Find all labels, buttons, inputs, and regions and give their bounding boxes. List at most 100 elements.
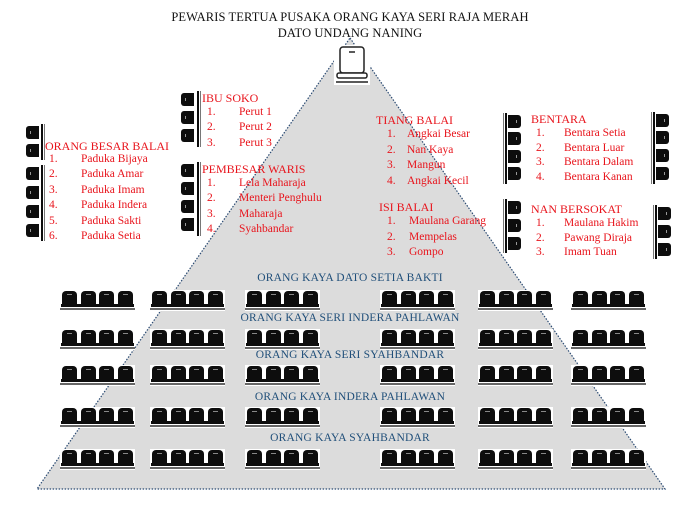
seat-icon	[419, 330, 434, 344]
seat-icon	[419, 366, 434, 380]
seat-icon	[284, 366, 299, 380]
chair-icon	[26, 126, 39, 139]
diagram-title-line1: PEWARIS TERTUA PUSAKA ORANG KAYA SERI RA…	[171, 10, 529, 24]
list-item: 6.Paduka Setia	[49, 230, 141, 243]
seat-icon	[207, 291, 223, 305]
seat-icon	[437, 366, 453, 380]
chair-icon	[508, 167, 521, 180]
seat-icon	[591, 366, 607, 380]
seat-icon	[265, 366, 281, 380]
seat-icon	[62, 291, 77, 305]
seat-icon	[152, 450, 167, 464]
list-item: 3.Imam Tuan	[536, 246, 617, 258]
seat-icon	[382, 291, 397, 305]
seat-group	[60, 329, 135, 350]
rank-label-1: ORANG KAYA DATO SETIA BAKTI	[257, 272, 443, 284]
seat-icon	[382, 330, 397, 344]
chair-icon	[181, 129, 194, 142]
seat-group	[150, 407, 225, 428]
seat-icon	[419, 450, 434, 464]
seat-icon	[591, 450, 607, 464]
seat-icon	[99, 450, 114, 464]
seat-icon	[573, 291, 588, 305]
list-bentara: 1.Bentara Setia 2.Bentara Luar 3.Bentara…	[536, 126, 633, 184]
seat-group	[478, 290, 553, 311]
chair-icon	[181, 111, 194, 124]
list-item: 3.Perut 3	[207, 136, 272, 149]
seat-icon	[498, 366, 514, 380]
list-item: 3.Paduka Imam	[49, 183, 145, 196]
seat-icon	[480, 366, 495, 380]
chair-icon	[181, 200, 194, 213]
seat-icon	[80, 450, 96, 464]
seat-icon	[535, 291, 551, 305]
seat-icon	[400, 330, 416, 344]
list-item: 4.Paduka Indera	[49, 199, 148, 212]
seat-icon	[99, 408, 114, 422]
seat-icon	[189, 450, 204, 464]
seat-icon	[517, 450, 532, 464]
seat-group	[571, 329, 646, 350]
chair-icon	[656, 149, 669, 162]
chair-icon	[181, 93, 194, 106]
chair-icon	[181, 164, 194, 177]
rank-label-3: ORANG KAYA SERI SYAHBANDAR	[255, 349, 445, 361]
seat-group	[571, 290, 646, 311]
seat-icon	[80, 366, 96, 380]
group-title-isi-balai: ISI BALAI	[379, 200, 434, 214]
list-item: 2.Pawang Diraja	[536, 231, 633, 244]
seat-icon	[207, 330, 223, 344]
seat-icon	[419, 291, 434, 305]
chair-icon	[508, 115, 521, 128]
seat-icon	[498, 408, 514, 422]
list-item: 2.Nan Kaya	[387, 143, 454, 156]
chair-icon	[508, 237, 521, 250]
seat-group	[380, 329, 455, 350]
seat-icon	[628, 330, 644, 344]
group-title-tiang-balai: TIANG BALAI	[376, 113, 453, 127]
seat-group	[571, 407, 646, 428]
seat-icon	[62, 366, 77, 380]
seat-icon	[170, 408, 186, 422]
seat-icon	[498, 291, 514, 305]
seat-group	[245, 365, 320, 386]
list-item: 4.Angkai Kecil	[387, 174, 469, 187]
seat-icon	[284, 291, 299, 305]
seat-icon	[517, 291, 532, 305]
seat-icon	[610, 291, 625, 305]
list-item: 1.Angkai Besar	[387, 128, 470, 140]
seat-icon	[247, 408, 262, 422]
seat-icon	[610, 330, 625, 344]
seat-icon	[152, 291, 167, 305]
seat-icon	[189, 408, 204, 422]
chair-icon	[181, 182, 194, 195]
seat-icon	[400, 450, 416, 464]
list-item: 1.Paduka Bijaya	[49, 153, 148, 165]
seat-icon	[610, 450, 625, 464]
seat-icon	[207, 408, 223, 422]
seat-icon	[117, 291, 133, 305]
list-item: 1.Maulana Hakim	[536, 217, 639, 229]
seat-icon	[628, 291, 644, 305]
seat-icon	[302, 450, 318, 464]
seat-icon	[62, 408, 77, 422]
list-item: 1.Perut 1	[207, 106, 272, 118]
seat-icon	[265, 450, 281, 464]
rank-label-2: ORANG KAYA SERI INDERA PAHLAWAN	[240, 312, 460, 324]
seat-icon	[480, 450, 495, 464]
seat-icon	[535, 366, 551, 380]
seat-icon	[189, 366, 204, 380]
group-title-bentara: BENTARA	[531, 112, 587, 126]
seat-group	[150, 290, 225, 311]
seat-icon	[80, 291, 96, 305]
seat-icon	[247, 330, 262, 344]
seat-icon	[437, 330, 453, 344]
seat-icon	[80, 408, 96, 422]
seat-group	[571, 365, 646, 386]
seat-icon	[628, 366, 644, 380]
seat-icon	[170, 450, 186, 464]
seat-icon	[517, 366, 532, 380]
seat-icon	[573, 450, 588, 464]
chair-icon	[656, 131, 669, 144]
chair-icon	[656, 114, 669, 127]
